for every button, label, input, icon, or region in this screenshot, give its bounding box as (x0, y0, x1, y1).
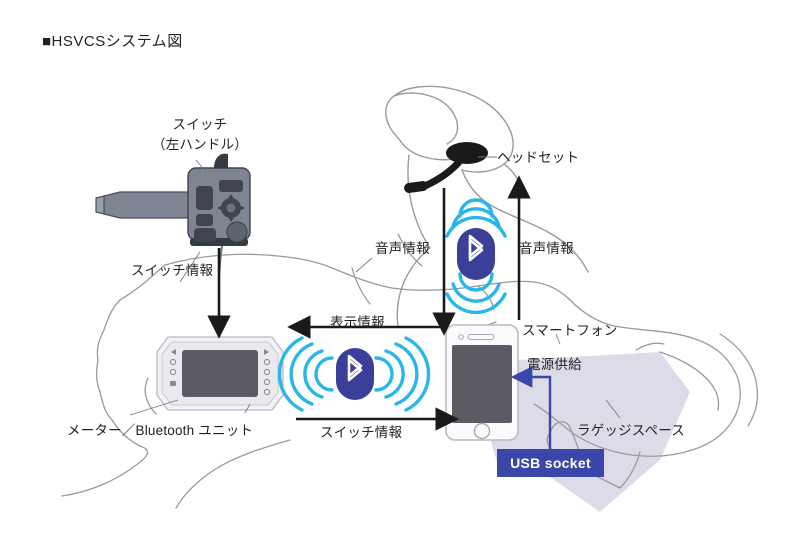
label-switch-info-top: スイッチ情報 (131, 263, 214, 278)
label-display-info: 表示情報 (330, 315, 385, 330)
label-smartphone: スマートフォン (522, 323, 618, 338)
label-voice-info-right: 音声情報 (519, 241, 574, 256)
label-switch: スイッチ （左ハンドル） (152, 117, 248, 152)
smartphone-icon (445, 324, 519, 441)
usb-socket-badge: USB socket (497, 449, 604, 477)
luggage-space-shape (480, 352, 690, 512)
leader-lines (129, 156, 621, 419)
headset-icon (404, 142, 488, 193)
label-luggage-space: ラゲッジスペース (577, 423, 685, 438)
handlebar-switch-unit (95, 153, 251, 277)
label-headset: ヘッドセット (497, 150, 580, 165)
meter-bluetooth-unit (156, 336, 284, 411)
arrow-power-supply (510, 366, 552, 449)
label-meter-bluetooth-unit: メーター／Bluetooth ユニット (67, 423, 254, 438)
label-voice-info-left: 音声情報 (375, 241, 430, 256)
label-power-supply: 電源供給 (527, 357, 582, 372)
label-switch-info-bottom: スイッチ情報 (320, 425, 403, 440)
page-title: ■HSVCSシステム図 (42, 33, 183, 50)
bluetooth-icon-horizontal (277, 336, 431, 412)
bluetooth-icon-vertical (445, 198, 507, 315)
